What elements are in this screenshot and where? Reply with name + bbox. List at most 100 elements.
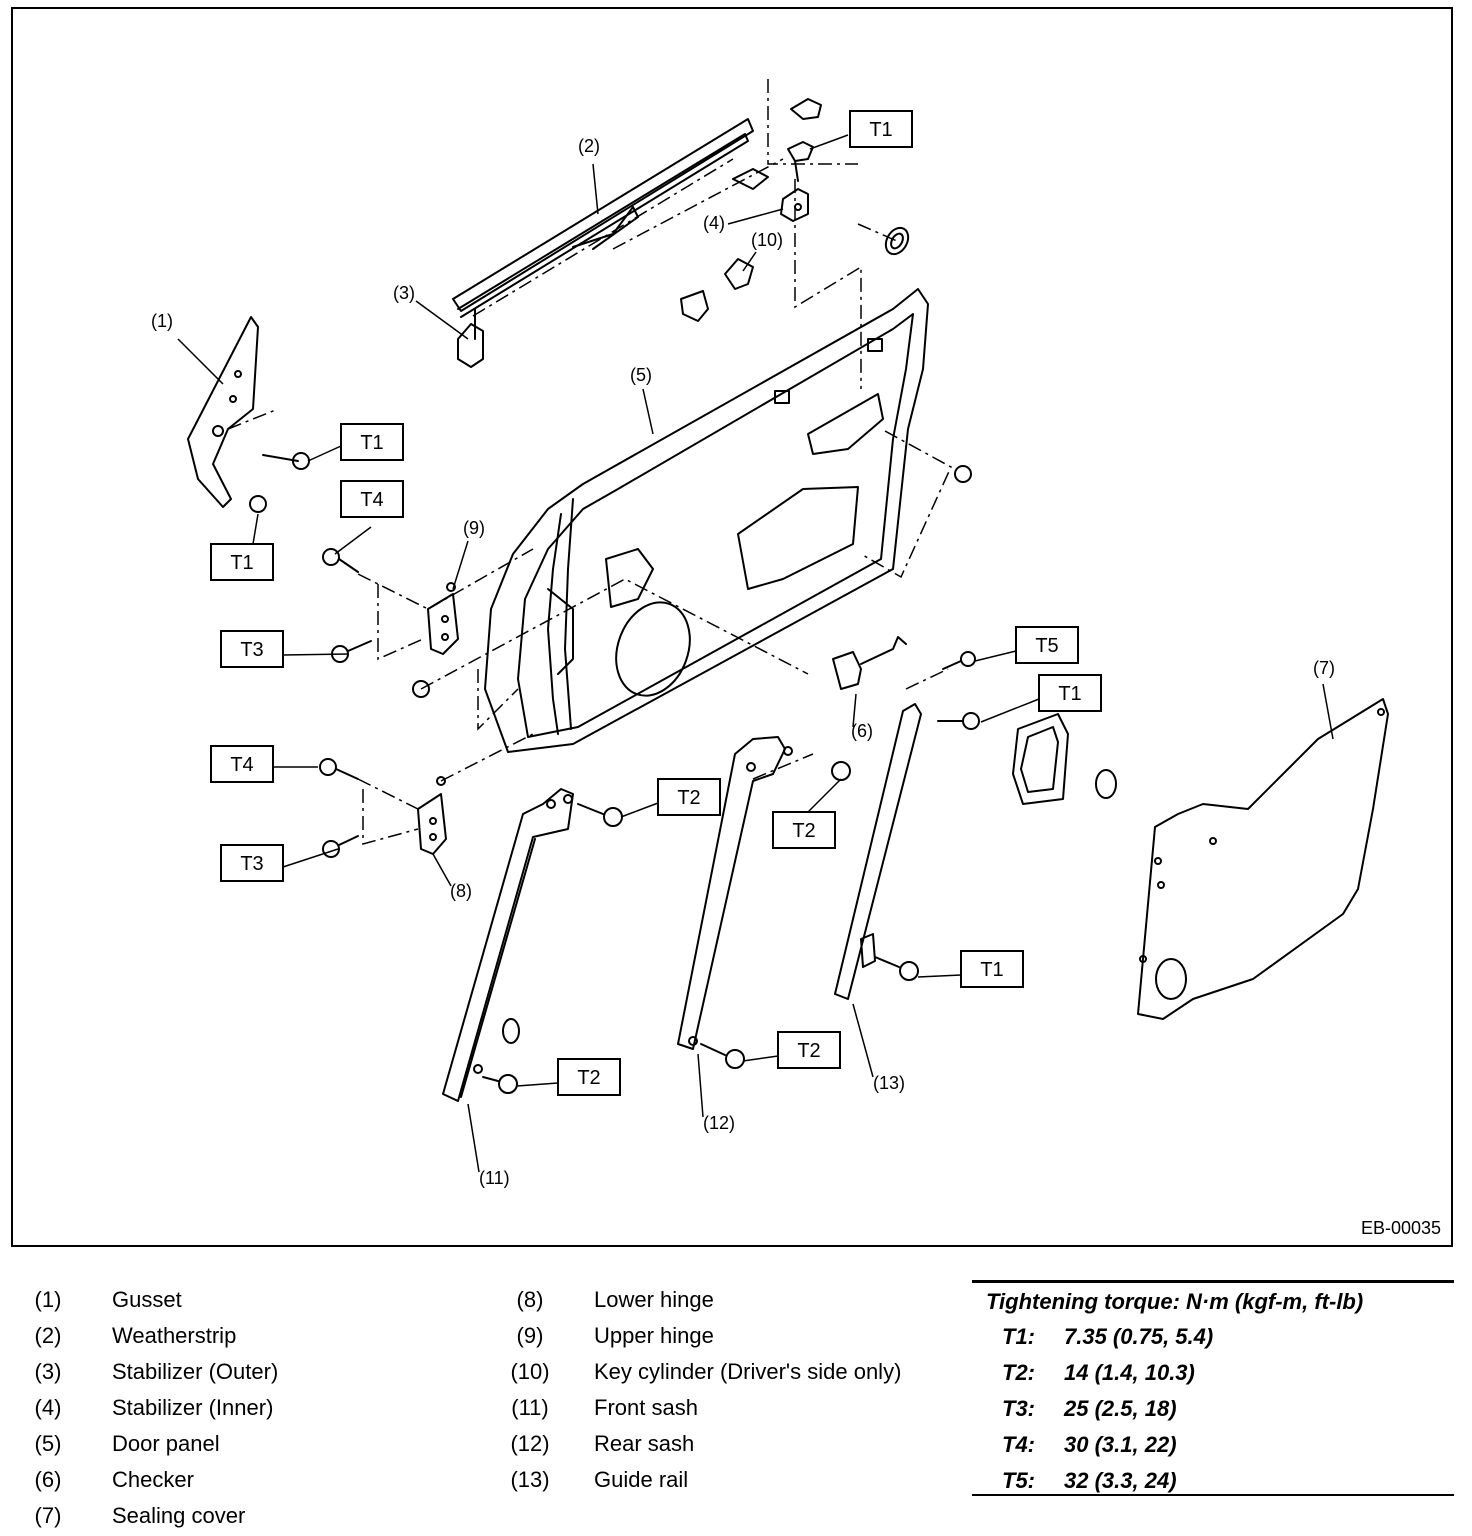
leader-line bbox=[642, 388, 654, 435]
leader-line bbox=[177, 338, 224, 385]
tag-leader-line bbox=[620, 802, 659, 818]
tag-leader-line bbox=[807, 778, 842, 813]
torque-tag-box bbox=[1015, 626, 1079, 664]
torque-value: 32 (3.3, 24) bbox=[1064, 1468, 1177, 1493]
torque-tag-t1a: T1 bbox=[869, 119, 892, 141]
legend-part-name: Sealing cover bbox=[112, 1503, 246, 1528]
legend-part-name: Stabilizer (Inner) bbox=[112, 1395, 274, 1420]
torque-tag-t1d: T1 bbox=[1058, 683, 1081, 705]
legend-part-name: Lower hinge bbox=[594, 1287, 714, 1312]
torque-tag-box bbox=[340, 480, 404, 518]
legend-part-name: Stabilizer (Outer) bbox=[112, 1359, 279, 1384]
parts-legend-left: (1)Gusset (2) Weatherstrip (3) Stabilizer (O… bbox=[24, 1282, 464, 1534]
torque-tag-t1b: T1 bbox=[360, 432, 383, 454]
tag-leader-line bbox=[917, 974, 962, 978]
key-cylinder-drawing bbox=[680, 258, 754, 322]
torque-tag-box bbox=[340, 423, 404, 461]
diagram-frame: (1)(2)(3)(4)(5)(6)(7)(8)(9)(10)(11)(12)(… bbox=[11, 7, 1453, 1247]
exploded-door-diagram: (1)(2)(3)(4)(5)(6)(7)(8)(9)(10)(11)(12)(… bbox=[151, 79, 1389, 1188]
torque-key: T3: bbox=[1002, 1396, 1035, 1421]
figure-id: EB-00035 bbox=[1360, 1218, 1441, 1238]
front-sash-drawing bbox=[442, 788, 623, 1102]
torque-tag-box bbox=[772, 811, 836, 849]
leader-line bbox=[727, 208, 784, 225]
legend-part-name: Gusset bbox=[112, 1287, 182, 1312]
tag-leader-line bbox=[282, 848, 339, 868]
tag-leader-line bbox=[742, 1055, 779, 1062]
callout-10: (10) bbox=[751, 230, 783, 250]
sealing-cover-drawing bbox=[1137, 698, 1389, 1020]
tag-leader-line bbox=[809, 134, 849, 150]
leader-line bbox=[697, 1053, 704, 1118]
leader-line bbox=[415, 300, 469, 340]
alignment-lines bbox=[227, 79, 952, 845]
legend-item: (5)Door panel bbox=[24, 1426, 464, 1462]
torque-row: T4: 30 (3.1, 22) bbox=[972, 1427, 1454, 1463]
door-panel-drawing bbox=[484, 288, 929, 753]
tag-leader-line bbox=[334, 526, 372, 555]
torque-key: T4: bbox=[1002, 1432, 1035, 1457]
torque-tag-t2d: T2 bbox=[797, 1040, 820, 1062]
legend-item: (6)Checker bbox=[24, 1462, 464, 1498]
callout-5: (5) bbox=[630, 365, 652, 385]
leader-line bbox=[452, 540, 469, 590]
callout-4: (4) bbox=[703, 213, 725, 233]
torque-tag-box bbox=[1038, 674, 1102, 712]
legend-item: (3) Stabilizer (Outer) bbox=[24, 1354, 464, 1390]
callout-2: (2) bbox=[578, 136, 600, 156]
legend-number: (7) bbox=[34, 1503, 62, 1528]
torque-tag-t2c: T2 bbox=[577, 1067, 600, 1089]
torque-tag-t2b: T2 bbox=[792, 820, 815, 842]
legend-item: (1)Gusset bbox=[24, 1282, 464, 1318]
legend-number: (2) bbox=[34, 1323, 62, 1348]
legend-item: (7) Sealing cover bbox=[24, 1498, 464, 1534]
torque-tag-t1e: T1 bbox=[980, 959, 1003, 981]
callout-7: (7) bbox=[1313, 658, 1335, 678]
checker-drawing bbox=[832, 636, 976, 690]
legend-part-name: Weatherstrip bbox=[112, 1323, 237, 1348]
legend-part-name: Front sash bbox=[594, 1395, 698, 1420]
legend-number: (12) bbox=[510, 1431, 550, 1456]
torque-tag-t5a: T5 bbox=[1035, 635, 1058, 657]
torque-row: T1:7.35 (0.75, 5.4) bbox=[972, 1319, 1454, 1355]
callout-12: (12) bbox=[703, 1113, 735, 1133]
gusset-drawing bbox=[187, 316, 310, 513]
legend-number: (3) bbox=[34, 1359, 62, 1384]
legend-part-name: Upper hinge bbox=[594, 1323, 714, 1348]
parts-legend-middle: (8)Lower hinge(9)Upper hinge(10)Key cyli… bbox=[506, 1282, 966, 1498]
tag-leader-line bbox=[252, 513, 259, 545]
torque-value: 7.35 (0.75, 5.4) bbox=[1064, 1324, 1214, 1349]
torque-tag-t1c: T1 bbox=[230, 552, 253, 574]
legend-item: (2) Weatherstrip bbox=[24, 1318, 464, 1354]
leader-line bbox=[467, 1103, 480, 1173]
lower-hinge-drawing bbox=[417, 776, 447, 855]
torque-row: T2:14 (1.4, 10.3) bbox=[972, 1355, 1454, 1391]
leader-line bbox=[432, 853, 452, 887]
torque-key: T2: bbox=[1002, 1360, 1035, 1385]
callout-1: (1) bbox=[151, 311, 173, 331]
callout-11: (11) bbox=[479, 1168, 510, 1188]
tag-leader-line bbox=[516, 1082, 559, 1087]
tag-leader-line bbox=[974, 650, 1017, 662]
torque-tag-box bbox=[557, 1058, 621, 1096]
leader-line bbox=[852, 1003, 874, 1078]
torque-tag-box bbox=[849, 110, 913, 148]
legend-number: (11) bbox=[511, 1395, 549, 1420]
legend-item: (9)Upper hinge bbox=[506, 1318, 966, 1354]
legend-item: (8)Lower hinge bbox=[506, 1282, 966, 1318]
callout-13: (13) bbox=[873, 1073, 905, 1093]
legend-item: (12) Rear sash bbox=[506, 1426, 966, 1462]
legend-item: (4)Stabilizer (Inner) bbox=[24, 1390, 464, 1426]
torque-tag-box bbox=[960, 950, 1024, 988]
leader-line bbox=[742, 251, 757, 272]
torque-tag-t4a: T4 bbox=[360, 489, 383, 511]
torque-value: 30 (3.1, 22) bbox=[1064, 1432, 1177, 1457]
tag-leader-line bbox=[282, 653, 349, 656]
torque-tag-box bbox=[220, 630, 284, 668]
stabilizer-inner-drawing bbox=[732, 98, 822, 222]
legend-number: (5) bbox=[34, 1431, 62, 1456]
torque-key: T5: bbox=[1002, 1468, 1035, 1493]
legend-item: (11) Front sash bbox=[506, 1390, 966, 1426]
legend-part-name: Rear sash bbox=[594, 1431, 695, 1456]
callout-labels: (1)(2)(3)(4)(5)(6)(7)(8)(9)(10)(11)(12)(… bbox=[151, 136, 1335, 1188]
